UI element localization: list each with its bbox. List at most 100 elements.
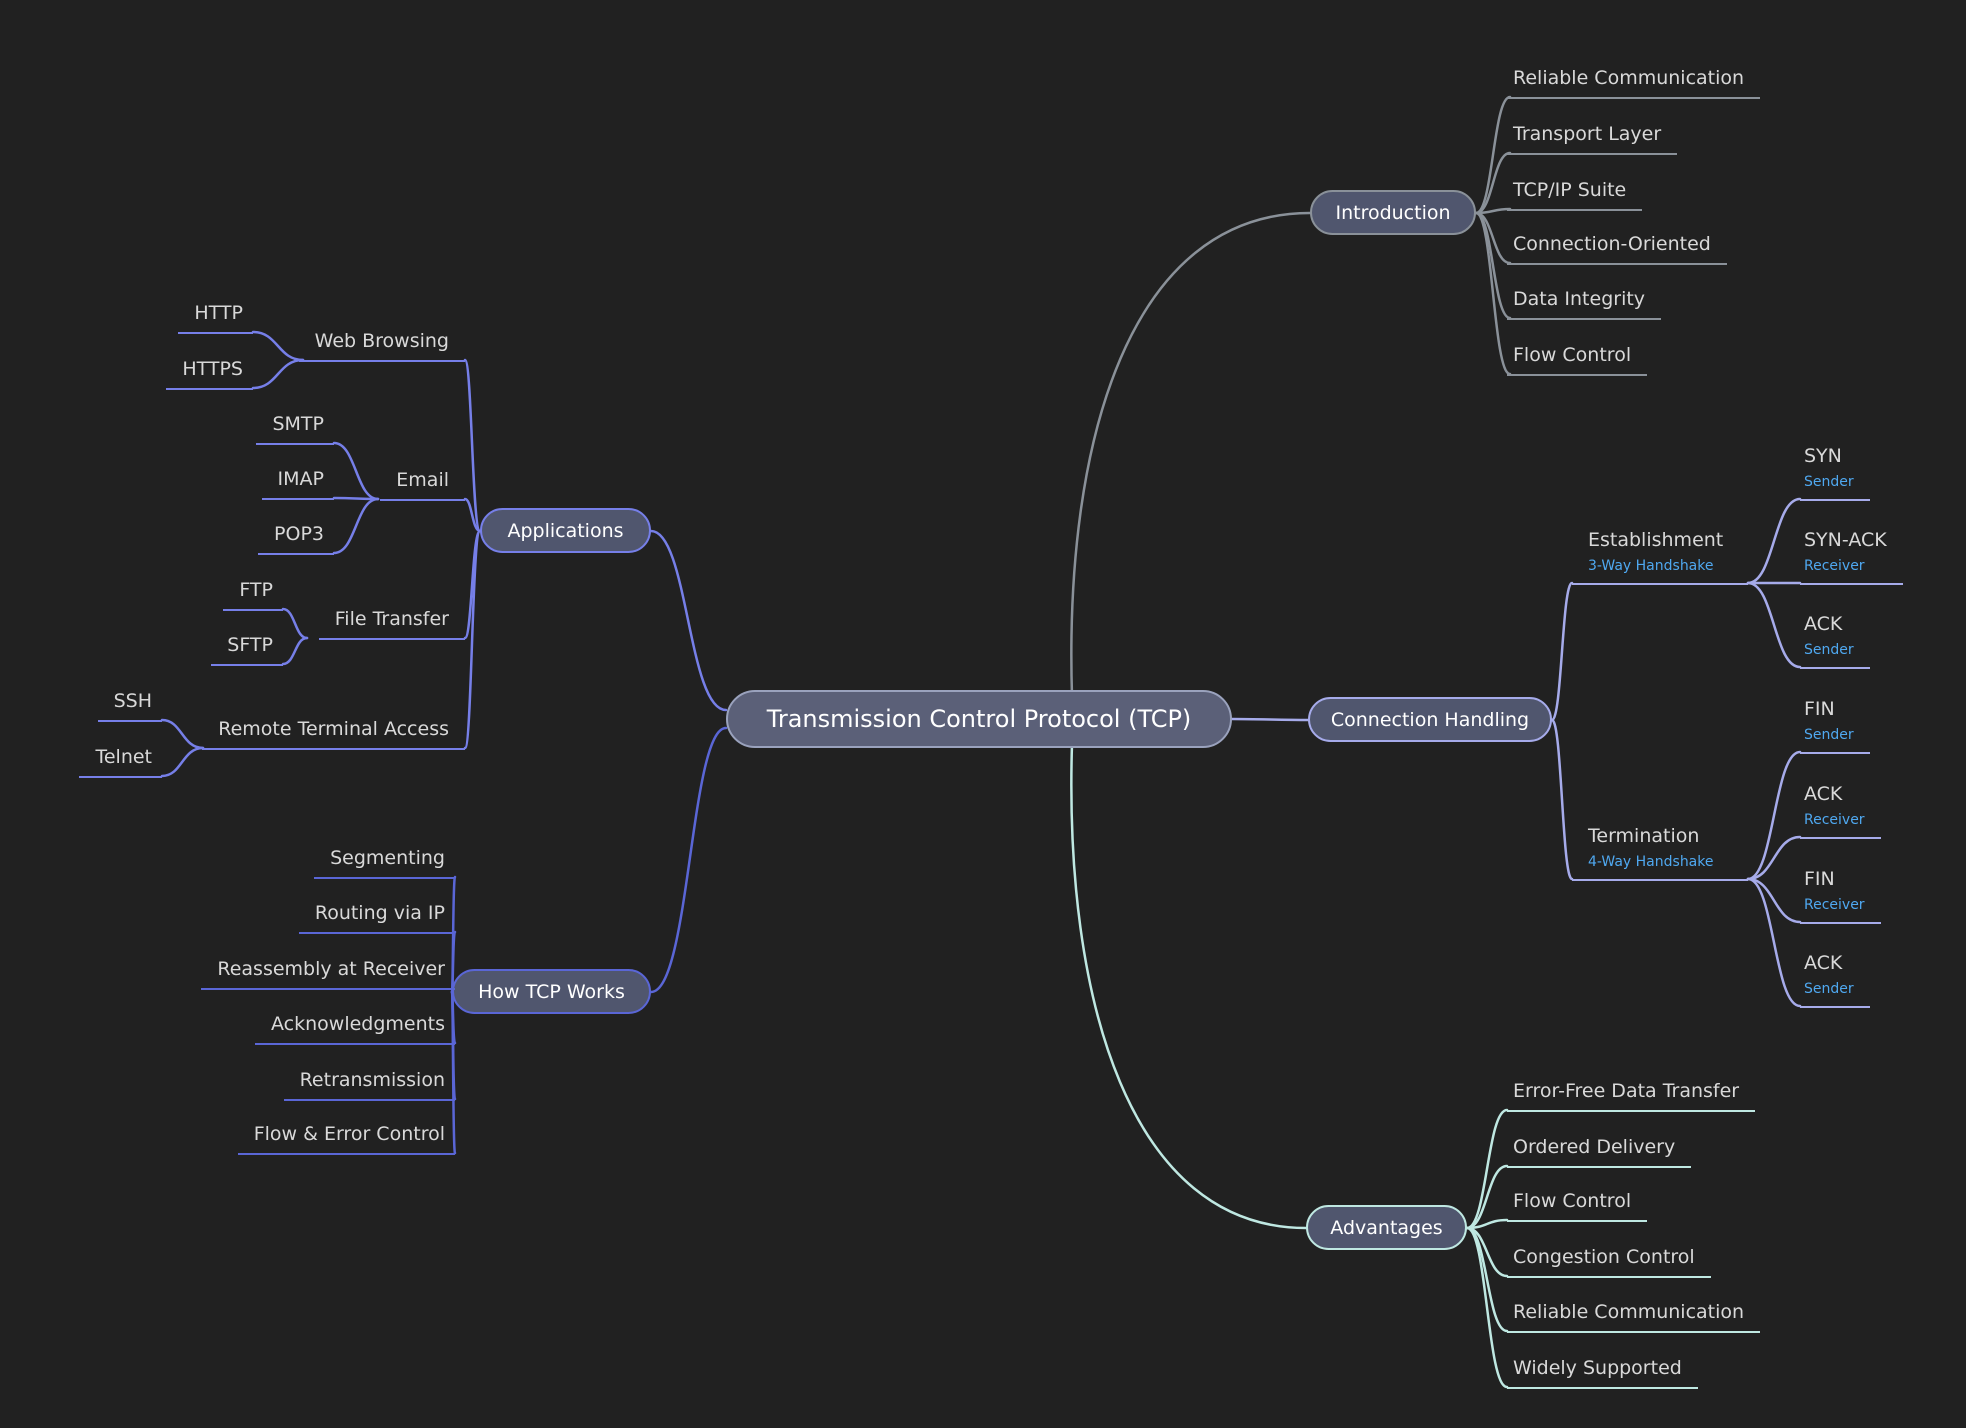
link-root-applications [649, 529, 728, 712]
branch-introduction[interactable]: Introduction [1310, 190, 1476, 235]
link-connection-termination [1550, 718, 1574, 881]
step-sublabel: Receiver [1804, 812, 1865, 828]
leaf-congestion-control[interactable]: Congestion Control [1507, 1246, 1711, 1278]
leaf-connection-oriented[interactable]: Connection-Oriented [1507, 233, 1727, 265]
link-root-connection [1230, 717, 1310, 722]
step-label: ACK [1804, 952, 1843, 974]
leaf-tcpip-suite[interactable]: TCP/IP Suite [1507, 179, 1643, 211]
step-label: FIN [1804, 868, 1835, 890]
leaf-ssh[interactable]: SSH [97, 690, 162, 722]
step-sublabel: Sender [1804, 642, 1854, 658]
leaf-telnet[interactable]: Telnet [79, 746, 162, 778]
leaf-retransmission[interactable]: Retransmission [283, 1069, 455, 1101]
node-termination[interactable]: Termination 4-Way Handshake [1572, 824, 1748, 881]
link-applications-group [463, 358, 482, 533]
step-syn[interactable]: SYN Sender [1800, 444, 1870, 501]
step-syn-ack[interactable]: SYN-ACK Receiver [1800, 528, 1903, 585]
links-connection-handling [1230, 497, 1802, 1008]
link-connection-establishment [1550, 581, 1574, 722]
link-filetransfer-leaf [281, 636, 309, 666]
link-introduction-leaf [1474, 211, 1512, 376]
step-sublabel: Sender [1804, 474, 1854, 490]
node-label: Establishment [1588, 529, 1724, 551]
leaf-transport-layer[interactable]: Transport Layer [1507, 123, 1678, 155]
leaf-error-free[interactable]: Error-Free Data Transfer [1507, 1080, 1756, 1112]
leaf-sftp[interactable]: SFTP [211, 634, 283, 666]
leaf-flow-control-adv[interactable]: Flow Control [1507, 1190, 1648, 1222]
link-root-introduction [1070, 211, 1312, 698]
step-label: ACK [1804, 783, 1843, 805]
links-advantages [1070, 742, 1509, 1389]
leaf-reliable-communication-adv[interactable]: Reliable Communication [1507, 1301, 1761, 1333]
links-introduction [1070, 95, 1512, 698]
leaf-http[interactable]: HTTP [178, 302, 253, 334]
node-establishment[interactable]: Establishment 3-Way Handshake [1572, 528, 1748, 585]
branch-connection-handling[interactable]: Connection Handling [1308, 697, 1552, 742]
branch-how-tcp-works[interactable]: How TCP Works [452, 969, 651, 1014]
root-node-tcp[interactable]: Transmission Control Protocol (TCP) [726, 690, 1232, 748]
branch-advantages[interactable]: Advantages [1306, 1205, 1467, 1250]
node-file-transfer[interactable]: File Transfer [318, 608, 465, 640]
step-sublabel: Receiver [1804, 897, 1865, 913]
link-termination-step [1746, 835, 1802, 881]
node-label: Termination [1588, 825, 1700, 847]
link-advantages-leaf [1465, 1164, 1509, 1230]
step-label: SYN-ACK [1804, 529, 1887, 551]
links-how-tcp-works [450, 726, 728, 1155]
link-advantages-leaf [1465, 1226, 1509, 1389]
leaf-ordered-delivery[interactable]: Ordered Delivery [1507, 1136, 1692, 1168]
leaf-imap[interactable]: IMAP [261, 468, 334, 500]
step-fin-2[interactable]: FIN Receiver [1800, 867, 1881, 924]
link-webbrowsing-leaf [251, 330, 305, 362]
link-establishment-step [1746, 497, 1802, 585]
leaf-routing-via-ip[interactable]: Routing via IP [298, 902, 455, 934]
step-sublabel: Sender [1804, 727, 1854, 743]
link-email-leaf [332, 497, 380, 555]
link-establishment-step [1746, 581, 1802, 669]
link-introduction-leaf [1474, 151, 1512, 215]
leaf-widely-supported[interactable]: Widely Supported [1507, 1357, 1698, 1389]
leaf-ftp[interactable]: FTP [223, 579, 283, 611]
step-ack-2[interactable]: ACK Receiver [1800, 782, 1881, 839]
step-sublabel: Sender [1804, 981, 1854, 997]
link-remoteterminal-leaf [160, 746, 205, 778]
leaf-data-integrity[interactable]: Data Integrity [1507, 288, 1662, 320]
link-termination-step [1746, 750, 1802, 881]
leaf-pop3[interactable]: POP3 [258, 523, 334, 555]
links-applications [160, 330, 728, 778]
leaf-https[interactable]: HTTPS [166, 358, 253, 390]
link-root-advantages [1070, 742, 1308, 1230]
node-sublabel: 4-Way Handshake [1588, 854, 1714, 870]
link-advantages-leaf [1465, 1108, 1509, 1230]
branch-applications[interactable]: Applications [480, 508, 651, 553]
link-remoteterminal-leaf [160, 718, 205, 750]
link-webbrowsing-leaf [251, 358, 305, 390]
step-label: SYN [1804, 445, 1842, 467]
link-introduction-leaf [1474, 95, 1512, 215]
leaf-reliable-communication[interactable]: Reliable Communication [1507, 67, 1761, 99]
step-sublabel: Receiver [1804, 558, 1865, 574]
leaf-flow-control-intro[interactable]: Flow Control [1507, 344, 1648, 376]
leaf-reassembly[interactable]: Reassembly at Receiver [201, 958, 455, 990]
leaf-segmenting[interactable]: Segmenting [314, 847, 455, 879]
link-applications-group [463, 497, 482, 533]
step-fin-1[interactable]: FIN Sender [1800, 697, 1870, 754]
link-termination-step [1746, 877, 1802, 924]
link-email-leaf [332, 496, 380, 501]
leaf-acknowledgments[interactable]: Acknowledgments [255, 1013, 455, 1045]
step-label: ACK [1804, 613, 1843, 635]
leaf-smtp[interactable]: SMTP [256, 413, 334, 445]
node-web-browsing[interactable]: Web Browsing [298, 330, 465, 362]
step-ack-3[interactable]: ACK Sender [1800, 951, 1870, 1008]
link-root-how [649, 726, 728, 994]
node-sublabel: 3-Way Handshake [1588, 558, 1714, 574]
step-ack-establish[interactable]: ACK Sender [1800, 612, 1870, 669]
node-remote-terminal-access[interactable]: Remote Terminal Access [202, 718, 465, 750]
leaf-flow-error-control[interactable]: Flow & Error Control [237, 1123, 455, 1155]
link-applications-group [463, 529, 482, 750]
link-termination-step [1746, 877, 1802, 1008]
link-filetransfer-leaf [281, 607, 309, 640]
node-email[interactable]: Email [380, 469, 465, 501]
